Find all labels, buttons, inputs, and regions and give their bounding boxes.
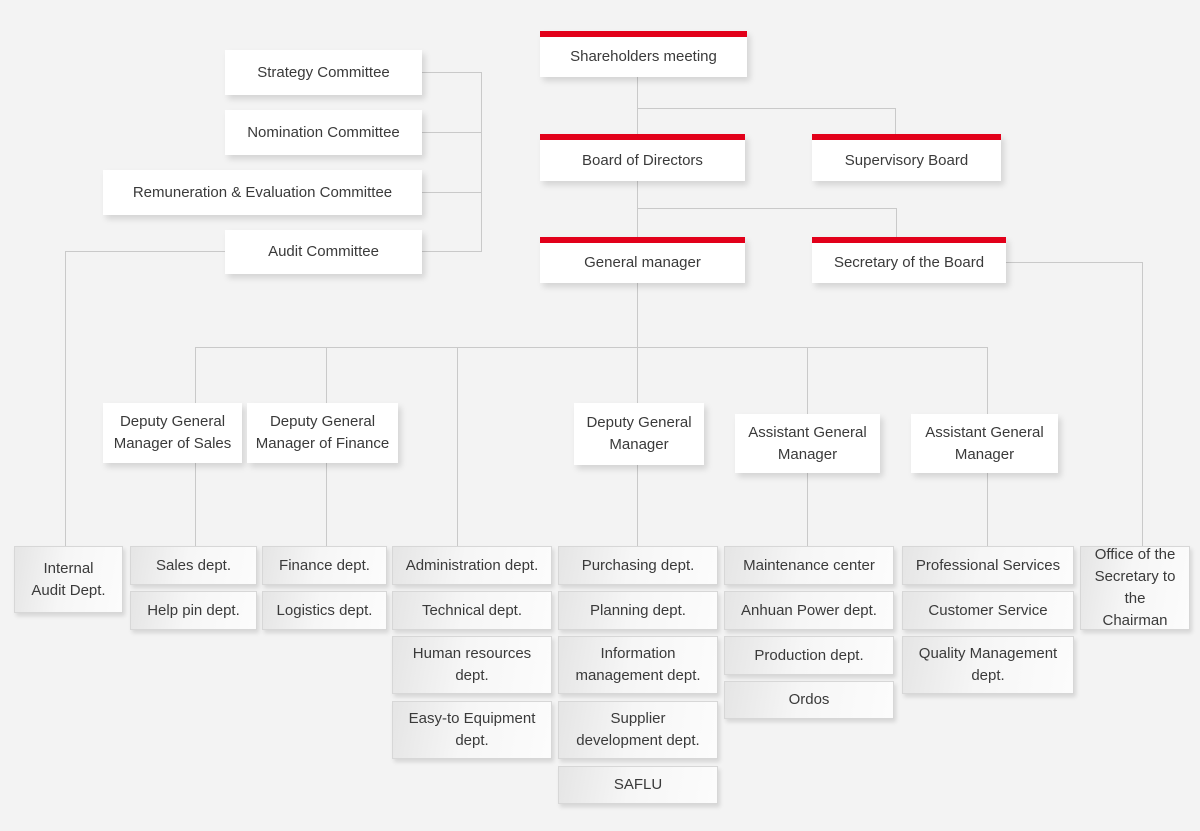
connector-line: [1006, 262, 1142, 263]
node-professional-services: Professional Services: [902, 546, 1074, 585]
node-supervisory-board: Supervisory Board: [812, 134, 1001, 181]
node-deputy-gm-sales: Deputy General Manager of Sales: [103, 403, 242, 463]
node-internal-audit-dept: Internal Audit Dept.: [14, 546, 123, 613]
node-assistant-gm-2: Assistant General Manager: [911, 414, 1058, 473]
connector-line: [637, 283, 638, 347]
node-deputy-gm-finance: Deputy General Manager of Finance: [247, 403, 398, 463]
node-secretary-of-the-board: Secretary of the Board: [812, 237, 1006, 283]
node-board-of-directors: Board of Directors: [540, 134, 745, 181]
node-supplier-development-dept: Supplier development dept.: [558, 701, 718, 759]
connector-line: [637, 77, 638, 134]
node-logistics-dept: Logistics dept.: [262, 591, 387, 630]
node-human-resources-dept: Human resources dept.: [392, 636, 552, 694]
node-assistant-gm-1: Assistant General Manager: [735, 414, 880, 473]
connector-line: [637, 208, 896, 209]
node-maintenance-center: Maintenance center: [724, 546, 894, 585]
node-customer-service: Customer Service: [902, 591, 1074, 630]
node-strategy-committee: Strategy Committee: [225, 50, 422, 95]
node-information-management-dept: Information management dept.: [558, 636, 718, 694]
connector-line: [1142, 262, 1143, 546]
connector-line: [481, 72, 482, 252]
node-planning-dept: Planning dept.: [558, 591, 718, 630]
connector-line: [637, 108, 895, 109]
connector-line: [637, 181, 638, 237]
connector-line: [457, 347, 458, 546]
node-help-pin-dept: Help pin dept.: [130, 591, 257, 630]
node-purchasing-dept: Purchasing dept.: [558, 546, 718, 585]
connector-line: [422, 132, 481, 133]
node-administration-dept: Administration dept.: [392, 546, 552, 585]
connector-line: [896, 208, 897, 237]
connector-line: [895, 108, 896, 134]
node-shareholders-meeting: Shareholders meeting: [540, 31, 747, 77]
node-remuneration-evaluation-committee: Remuneration & Evaluation Committee: [103, 170, 422, 215]
node-finance-dept: Finance dept.: [262, 546, 387, 585]
connector-line: [195, 347, 987, 348]
connector-line: [422, 72, 481, 73]
node-quality-management-dept: Quality Management dept.: [902, 636, 1074, 694]
node-audit-committee: Audit Committee: [225, 230, 422, 274]
node-deputy-gm: Deputy General Manager: [574, 403, 704, 465]
node-production-dept: Production dept.: [724, 636, 894, 675]
node-nomination-committee: Nomination Committee: [225, 110, 422, 155]
node-ordos: Ordos: [724, 681, 894, 719]
node-technical-dept: Technical dept.: [392, 591, 552, 630]
node-sales-dept: Sales dept.: [130, 546, 257, 585]
node-general-manager: General manager: [540, 237, 745, 283]
node-easy-to-equipment-dept: Easy-to Equipment dept.: [392, 701, 552, 759]
connector-line: [65, 251, 66, 546]
connector-line: [422, 192, 481, 193]
node-saflu: SAFLU: [558, 766, 718, 804]
node-anhuan-power-dept: Anhuan Power dept.: [724, 591, 894, 630]
node-office-of-secretary-to-chairman: Office of the Secretary to the Chairman: [1080, 546, 1190, 630]
